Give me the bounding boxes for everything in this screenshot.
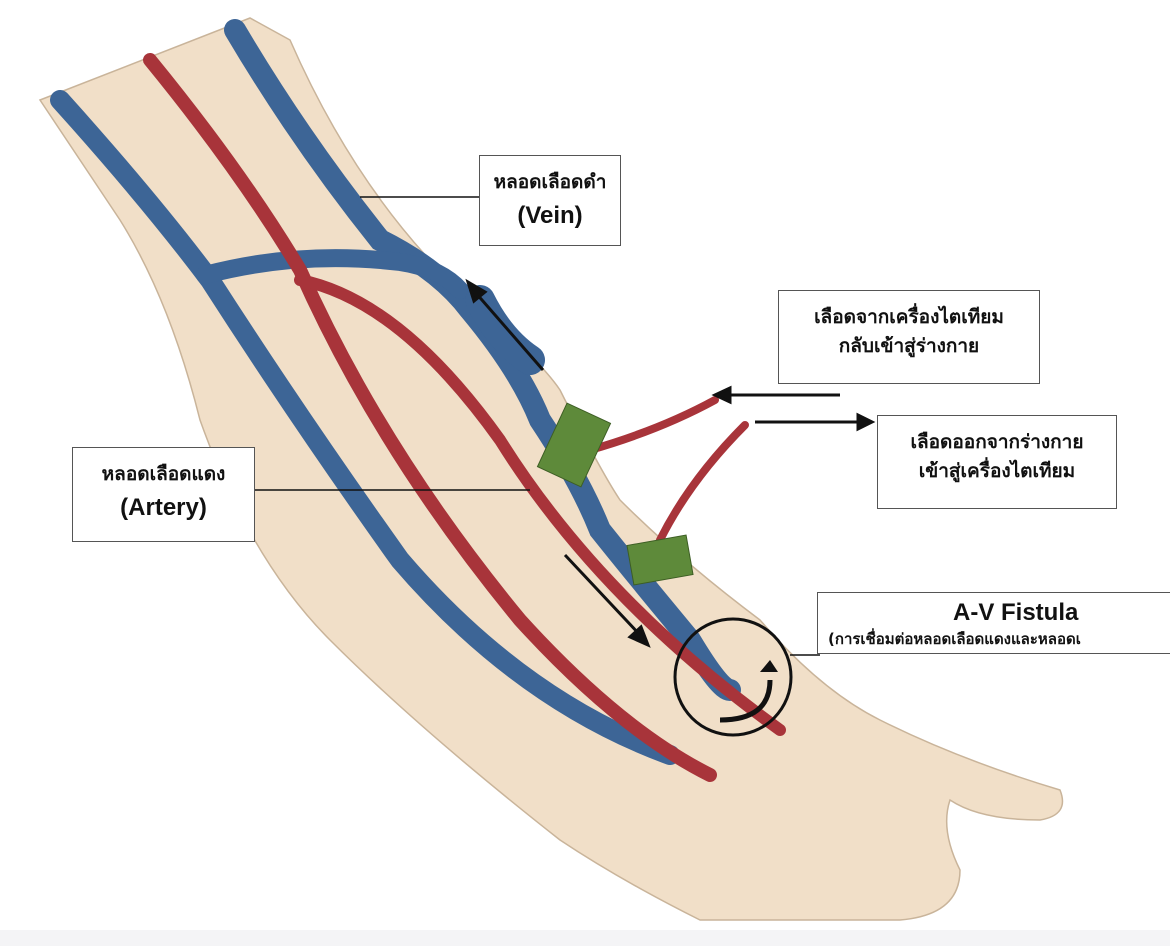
- vein-label: หลอดเลือดดำ (Vein): [479, 155, 621, 246]
- arteries: [143, 53, 786, 782]
- fistula-label: A-V Fistula (การเชื่อมต่อหลอดเลือดแดงและ…: [817, 592, 1170, 654]
- fistula-subtitle: (การเชื่อมต่อหลอดเลือดแดงและหลอดเ: [828, 629, 1081, 648]
- blood-out-line1: เลือดออกจากร่างกาย: [910, 431, 1084, 453]
- vein-label-english: (Vein): [517, 202, 583, 230]
- vein-label-thai: หลอดเลือดดำ: [493, 171, 607, 193]
- veins: [50, 19, 741, 765]
- blood-return-line2: กลับเข้าสู่ร่างกาย: [838, 335, 980, 358]
- artery-label-thai: หลอดเลือดแดง: [101, 463, 226, 485]
- dialysis-tubes: [586, 396, 749, 544]
- artery-label: หลอดเลือดแดง (Artery): [72, 447, 255, 542]
- fistula-circle: [673, 617, 793, 737]
- blood-return-line1: เลือดจากเครื่องไตเทียม: [814, 306, 1004, 328]
- blood-return-label: เลือดจากเครื่องไตเทียม กลับเข้าสู่ร่างกา…: [778, 290, 1040, 384]
- blood-out-line2: เข้าสู่เครื่องไตเทียม: [918, 460, 1076, 483]
- artery-label-english: (Artery): [120, 494, 207, 522]
- bottom-strip: [0, 930, 1170, 946]
- blood-out-label: เลือดออกจากร่างกาย เข้าสู่เครื่องไตเทียม: [877, 415, 1117, 509]
- needle-tape-lower: [626, 534, 694, 586]
- curved-arrow-icon: [719, 679, 773, 723]
- needle-tape-upper: [536, 402, 612, 488]
- fistula-title: A-V Fistula: [953, 599, 1079, 626]
